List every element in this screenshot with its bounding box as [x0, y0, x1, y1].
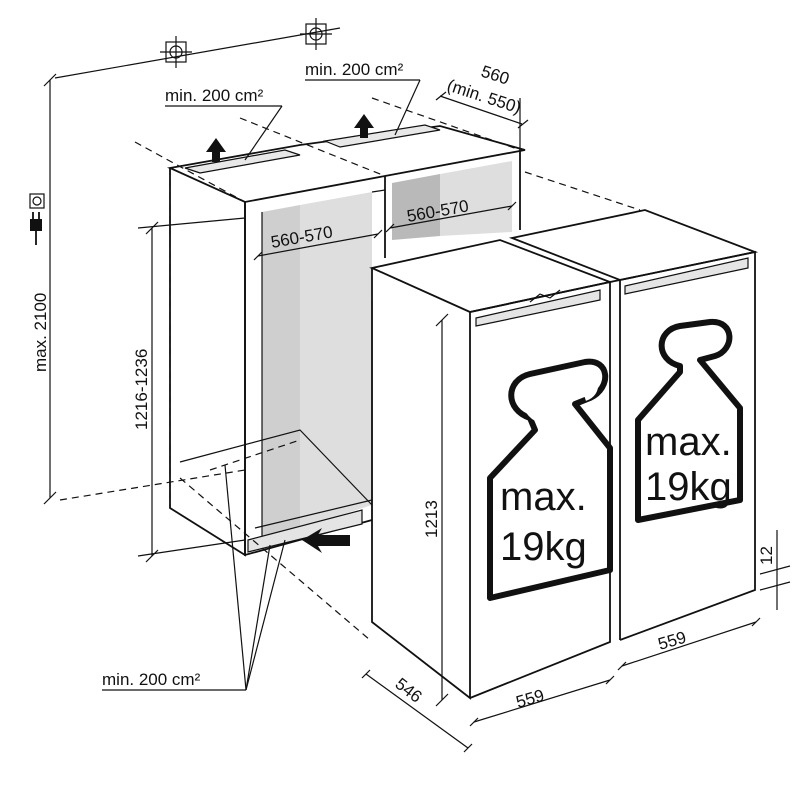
- weight-label-line2: 19kg: [500, 525, 587, 569]
- weight-badge-right: max. 19kg: [635, 318, 743, 523]
- dimension-niche-depth: 560 (min. 550): [435, 62, 529, 129]
- airflow-arrow-icon: [354, 114, 374, 138]
- dimension-appliance-width-front: 559: [469, 675, 615, 727]
- appliance-width-right-label: 559: [656, 628, 689, 654]
- appliance-width-front-label: 559: [514, 686, 547, 712]
- plinth-offset-label: 12: [757, 546, 776, 565]
- appliance-right: [508, 209, 759, 641]
- weight-label-line1: max.: [645, 420, 732, 464]
- dimension-appliance-depth: 546: [361, 669, 473, 753]
- dimension-appliance-width-right: 559: [617, 617, 761, 671]
- dimension-plinth-offset: 12: [757, 530, 791, 610]
- vent-bottom-label: min. 200 cm²: [102, 670, 201, 689]
- niche-height-max-label: max. 2100: [31, 293, 50, 372]
- dimension-appliance-height: 1213: [422, 313, 449, 707]
- airflow-arrow-icon: [302, 528, 350, 553]
- appliance-height-label: 1213: [422, 500, 441, 538]
- airflow-arrow-icon: [206, 138, 226, 162]
- vent-top-left-label: min. 200 cm²: [165, 86, 264, 105]
- power-plug-icon: [30, 212, 42, 245]
- dimension-niche-height: 1216-1236: [132, 217, 246, 563]
- weight-label-line2: 19kg: [645, 465, 732, 509]
- target-marker-icon: [300, 18, 332, 50]
- socket-icon: [29, 193, 45, 209]
- appliance-left: [369, 239, 614, 700]
- vent-top-right-label: min. 200 cm²: [305, 60, 404, 79]
- appliance-depth-label: 546: [392, 674, 426, 706]
- wall-mount-line: [54, 27, 521, 150]
- target-marker-icon: [160, 36, 192, 68]
- niche-height-label: 1216-1236: [132, 349, 151, 430]
- vent-label-top-left: min. 200 cm²: [165, 86, 283, 161]
- vent-label-top-right: min. 200 cm²: [305, 60, 421, 136]
- weight-badge-left: max. 19kg: [487, 358, 613, 601]
- weight-label-line1: max.: [500, 475, 587, 519]
- dimension-niche-height-max: max. 2100: [31, 73, 57, 505]
- vent-label-bottom: min. 200 cm²: [102, 464, 286, 691]
- niche-depth-label: 560: [479, 62, 512, 89]
